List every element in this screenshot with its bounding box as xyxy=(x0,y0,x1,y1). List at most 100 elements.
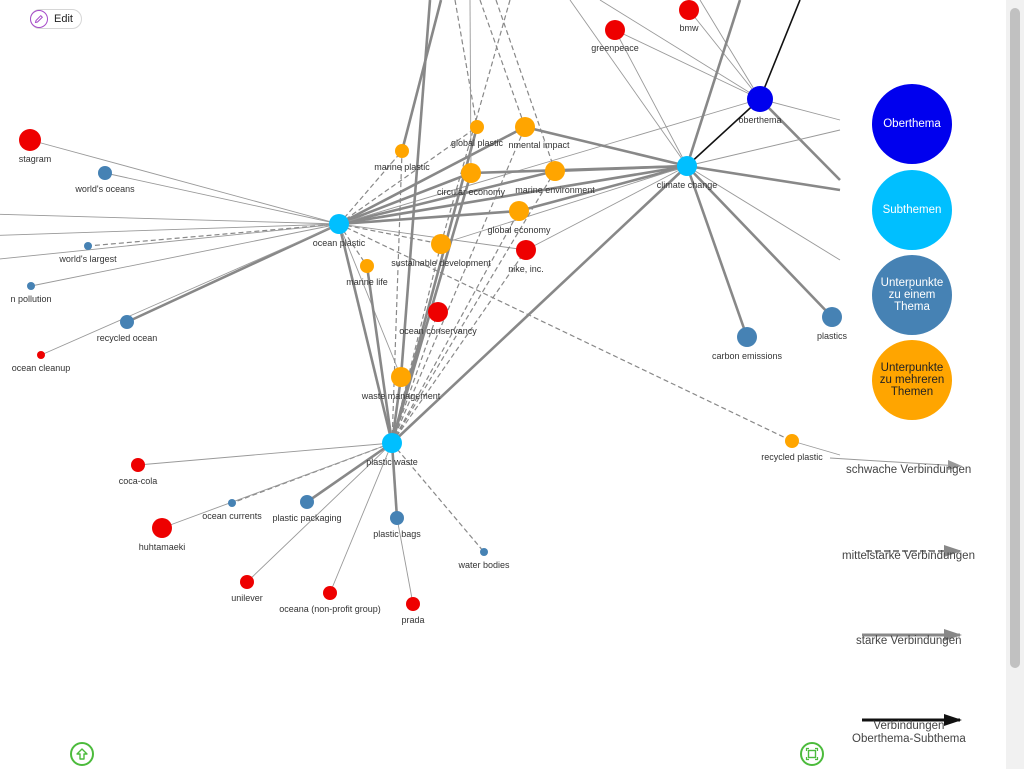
edge-oceanplastic-marineplastic xyxy=(338,150,403,225)
legend-unterpunkte-einem: Unterpunkte zu einem Thema xyxy=(872,255,952,335)
node-circle-oceanconservancy[interactable] xyxy=(428,302,448,322)
node-npollution[interactable]: n pollution xyxy=(10,282,52,304)
node-circle-circulareconomy[interactable] xyxy=(461,163,481,183)
node-circle-greenpeace[interactable] xyxy=(605,20,625,40)
node-circle-bmw[interactable] xyxy=(679,0,699,20)
node-oceana[interactable]: oceana (non-profit group) xyxy=(279,586,381,614)
node-circle-unilever[interactable] xyxy=(240,575,254,589)
node-circle-plasticwaste[interactable] xyxy=(382,433,402,453)
legend-oberthema: Oberthema xyxy=(872,84,952,164)
node-nike[interactable]: nike, inc. xyxy=(508,240,544,274)
node-waterbodies[interactable]: water bodies xyxy=(457,548,510,570)
node-globaleconomy[interactable]: global economy xyxy=(487,201,551,235)
edge-oceanplastic-wastemanagement xyxy=(338,223,402,378)
node-circle-prada[interactable] xyxy=(406,597,420,611)
node-circle-waterbodies[interactable] xyxy=(480,548,488,556)
edge-plasticwaste-wastemanagement xyxy=(390,376,403,444)
node-circle-oberthema[interactable] xyxy=(747,86,773,112)
node-circle-instagram[interactable] xyxy=(19,129,41,151)
node-circle-nike[interactable] xyxy=(516,240,536,260)
node-circle-oceanplastic[interactable] xyxy=(329,214,349,234)
node-circle-envimpact[interactable] xyxy=(515,117,535,137)
node-circle-sustainabledev[interactable] xyxy=(431,234,451,254)
node-label-oceancleanup: ocean cleanup xyxy=(12,363,71,373)
node-circle-oceana[interactable] xyxy=(323,586,337,600)
node-circle-globalplastic[interactable] xyxy=(470,120,484,134)
node-marinelife[interactable]: marine life xyxy=(346,259,388,287)
edge-plasticwaste-plasticpackaging xyxy=(306,441,393,504)
node-unilever[interactable]: unilever xyxy=(231,575,263,603)
scrollbar-thumb[interactable] xyxy=(1010,8,1020,668)
edge-oceanplastic-recycledplastic xyxy=(338,223,793,442)
edge-offscreen-11 xyxy=(686,165,841,261)
node-sustainabledev[interactable]: sustainable development xyxy=(391,234,491,268)
edit-button[interactable]: Edit xyxy=(30,9,82,29)
node-recycledplastic[interactable]: recycled plastic xyxy=(761,434,823,462)
edge-oceanplastic-circulareconomy xyxy=(338,171,472,226)
graph-edges xyxy=(0,0,841,605)
node-circle-oceancleanup[interactable] xyxy=(37,351,45,359)
node-circle-npollution[interactable] xyxy=(27,282,35,290)
node-huhtamaeki[interactable]: huhtamaeki xyxy=(139,518,186,552)
node-climatechange[interactable]: climate change xyxy=(657,156,718,190)
edge-plasticbags-prada xyxy=(396,517,414,605)
node-marineenvironment[interactable]: marine environment xyxy=(515,161,595,195)
node-circle-huhtamaeki[interactable] xyxy=(152,518,172,538)
node-worldsoceans[interactable]: world's oceans xyxy=(74,166,135,194)
node-circle-worldsoceans[interactable] xyxy=(98,166,112,180)
node-circle-cocacola[interactable] xyxy=(131,458,145,472)
node-label-worldslargest: world's largest xyxy=(58,254,117,264)
node-plasticbags[interactable]: plastic bags xyxy=(373,511,421,539)
node-label-plasticwaste: plastic waste xyxy=(366,457,418,467)
legend-line-samples xyxy=(829,457,962,726)
node-circle-globaleconomy[interactable] xyxy=(509,201,529,221)
edge-offscreen-15 xyxy=(569,0,688,167)
node-oceanconservancy[interactable]: ocean conservancy xyxy=(399,302,477,336)
node-circle-recycledplastic[interactable] xyxy=(785,434,799,448)
node-circle-climatechange[interactable] xyxy=(677,156,697,176)
fit-view-button[interactable] xyxy=(800,742,824,766)
node-circle-marineplastic[interactable] xyxy=(395,144,409,158)
node-oceancleanup[interactable]: ocean cleanup xyxy=(12,351,71,373)
node-marineplastic[interactable]: marine plastic xyxy=(374,144,430,172)
node-circle-plasticpackaging[interactable] xyxy=(300,495,314,509)
node-prada[interactable]: prada xyxy=(401,597,425,625)
node-label-prada: prada xyxy=(401,615,424,625)
graph-nodes[interactable]: ocean plastic climate change plastic waste… xyxy=(0,0,848,625)
node-greenpeace[interactable]: greenpeace xyxy=(591,20,639,53)
node-circle-marinelife[interactable] xyxy=(360,259,374,273)
node-oceanplastic[interactable]: ocean plastic xyxy=(313,214,366,248)
node-oceancurrents[interactable]: ocean currents xyxy=(202,499,262,521)
edge-oceanplastic-worldsoceans xyxy=(104,172,340,225)
node-label-marineenvironment: marine environment xyxy=(515,185,595,195)
node-cocacola[interactable]: coca-cola xyxy=(119,458,158,486)
node-plastics[interactable]: plastics xyxy=(817,307,848,341)
upload-button[interactable] xyxy=(70,742,94,766)
node-circle-carbonemissions[interactable] xyxy=(737,327,757,347)
edge-climatechange-envimpact xyxy=(524,125,688,168)
node-envimpact[interactable]: nmental impact xyxy=(508,117,570,150)
node-wastemanagement[interactable]: waste management xyxy=(361,367,441,401)
node-carbonemissions[interactable]: carbon emissions xyxy=(712,327,783,361)
node-plasticwaste[interactable]: plastic waste xyxy=(366,433,418,467)
node-label-circulareconomy: circular economy xyxy=(437,187,506,197)
node-bmw[interactable]: bmw xyxy=(679,0,699,33)
node-circle-plastics[interactable] xyxy=(822,307,842,327)
node-circulareconomy[interactable]: circular economy xyxy=(437,163,506,197)
node-worldslargest[interactable]: world's largest xyxy=(58,242,117,264)
node-circle-worldslargest[interactable] xyxy=(84,242,92,250)
node-circle-wastemanagement[interactable] xyxy=(391,367,411,387)
node-instagram[interactable]: stagram xyxy=(19,129,52,164)
node-circle-plasticbags[interactable] xyxy=(390,511,404,525)
edge-oceanplastic-oberthema xyxy=(338,98,761,225)
node-recycledocean[interactable]: recycled ocean xyxy=(97,315,158,343)
node-circle-recycledocean[interactable] xyxy=(120,315,134,329)
node-oberthema[interactable]: oberthema xyxy=(738,86,782,125)
node-globalplastic[interactable]: global plastic xyxy=(451,120,504,148)
node-circle-marineenvironment[interactable] xyxy=(545,161,565,181)
edge-offscreen-1 xyxy=(0,223,340,260)
node-label-sustainabledev: sustainable development xyxy=(391,258,491,268)
node-plasticpackaging[interactable]: plastic packaging xyxy=(272,495,342,523)
node-circle-oceancurrents[interactable] xyxy=(228,499,236,507)
